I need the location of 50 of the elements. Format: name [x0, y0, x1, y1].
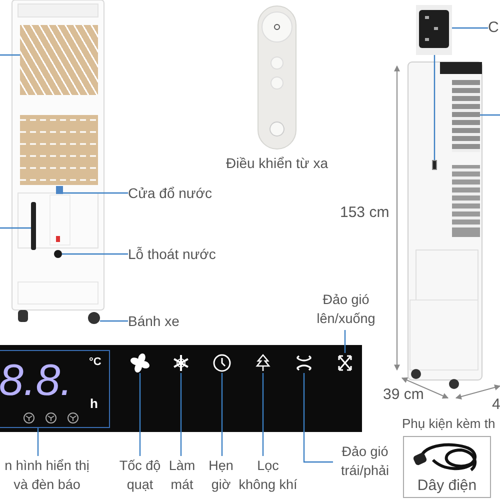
callout-text: n hình hiển thị và đèn báo: [0, 456, 94, 496]
callout-text: Bánh xe: [128, 312, 198, 330]
callout-text: Đảo gió lên/xuống: [314, 290, 378, 330]
side-port: [432, 160, 437, 170]
leader-line: [37, 428, 39, 456]
leader-line: [221, 373, 223, 456]
leader-line: [452, 27, 488, 29]
cooling-pad-grille: [20, 25, 98, 95]
wheel: [88, 312, 100, 324]
x-arrows-icon: [335, 353, 355, 373]
label-text: Điều khiển từ xa: [225, 154, 329, 172]
power-socket-drawing: [416, 5, 452, 55]
callout-text: Tốc độ quạt: [114, 456, 166, 496]
label-text: Dây điện: [416, 477, 478, 494]
callout-text: C: [488, 19, 500, 37]
leader-line: [63, 192, 128, 194]
callout-text: Cửa đổ nước: [128, 184, 228, 202]
leader-line: [0, 54, 20, 56]
leader-line: [480, 114, 500, 116]
unit-text: °C: [89, 357, 102, 368]
callout-text: Lọc không khí: [238, 456, 298, 496]
leader-line: [303, 373, 333, 463]
unit-text: h: [90, 397, 98, 410]
dimension-text: 39 cm: [383, 386, 424, 404]
leader-line: [434, 55, 436, 160]
water-level-window: [31, 202, 36, 250]
clock-icon: [212, 353, 232, 373]
leader-line: [139, 373, 141, 456]
water-inlet-door: [56, 186, 63, 194]
dimension-text: 4: [492, 396, 500, 414]
callout-text: Lỗ thoát nước: [128, 245, 238, 263]
leader-line: [0, 227, 31, 229]
tree-icon: [253, 353, 273, 373]
louver-grille: [452, 80, 480, 152]
label-text: Phụ kiện kèm th: [402, 415, 496, 433]
callout-text: Đảo gió trái/phải: [333, 442, 397, 482]
callout-text: Làm mát: [164, 456, 200, 496]
leader-line: [62, 253, 128, 255]
leader-line: [100, 320, 128, 322]
cross-arrows-icon: [294, 353, 314, 373]
control-panel: [0, 345, 362, 432]
leader-line: [344, 330, 346, 353]
callout-text: Hẹn giờ: [203, 456, 239, 496]
leader-line: [262, 373, 264, 456]
leader-line: [180, 373, 182, 456]
dimension-text: 153 cm: [340, 204, 390, 222]
display-digits: 8.8.: [0, 359, 72, 403]
display-screen: [0, 350, 110, 428]
fan-icon: [130, 353, 150, 373]
snowflake-icon: [171, 353, 191, 373]
